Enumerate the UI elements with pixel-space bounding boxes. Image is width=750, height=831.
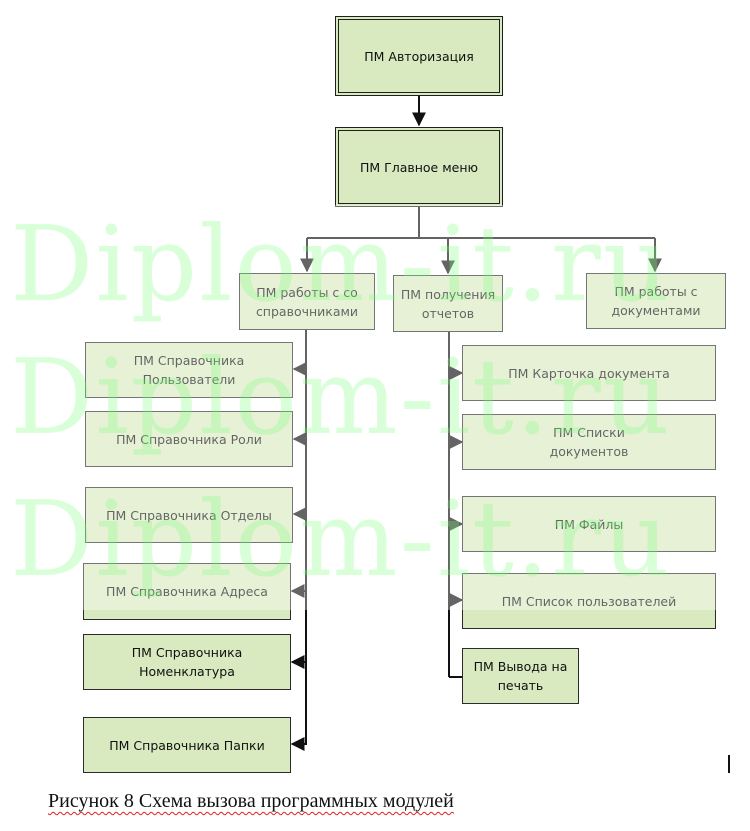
node-main-menu: ПМ Главное меню [335,127,503,207]
node-ref-addr: ПМ Справочника Адреса [83,563,291,620]
node-print: ПМ Вывода на печать [462,648,579,704]
node-user-list: ПМ Список пользователей [462,573,716,629]
node-auth: ПМ Авторизация [335,16,503,96]
node-ref-users: ПМ Справочника Пользователи [85,342,293,398]
node-ref-roles: ПМ Справочника Роли [85,411,293,467]
node-docs: ПМ работы с документами [586,273,726,329]
node-reports: ПМ получения отчетов [393,275,503,332]
text-cursor [728,755,730,773]
node-refs: ПМ работы с со справочниками [239,273,375,330]
node-ref-depts: ПМ Справочника Отделы [85,487,293,543]
node-doc-card: ПМ Карточка документа [462,345,716,401]
figure-caption: Рисунок 8 Схема вызова программных модул… [48,790,454,812]
node-files: ПМ Файлы [462,496,716,552]
node-ref-folders: ПМ Справочника Папки [83,717,291,773]
node-doc-lists: ПМ Списки документов [462,414,716,470]
node-ref-nomen: ПМ Справочника Номенклатура [83,634,291,690]
